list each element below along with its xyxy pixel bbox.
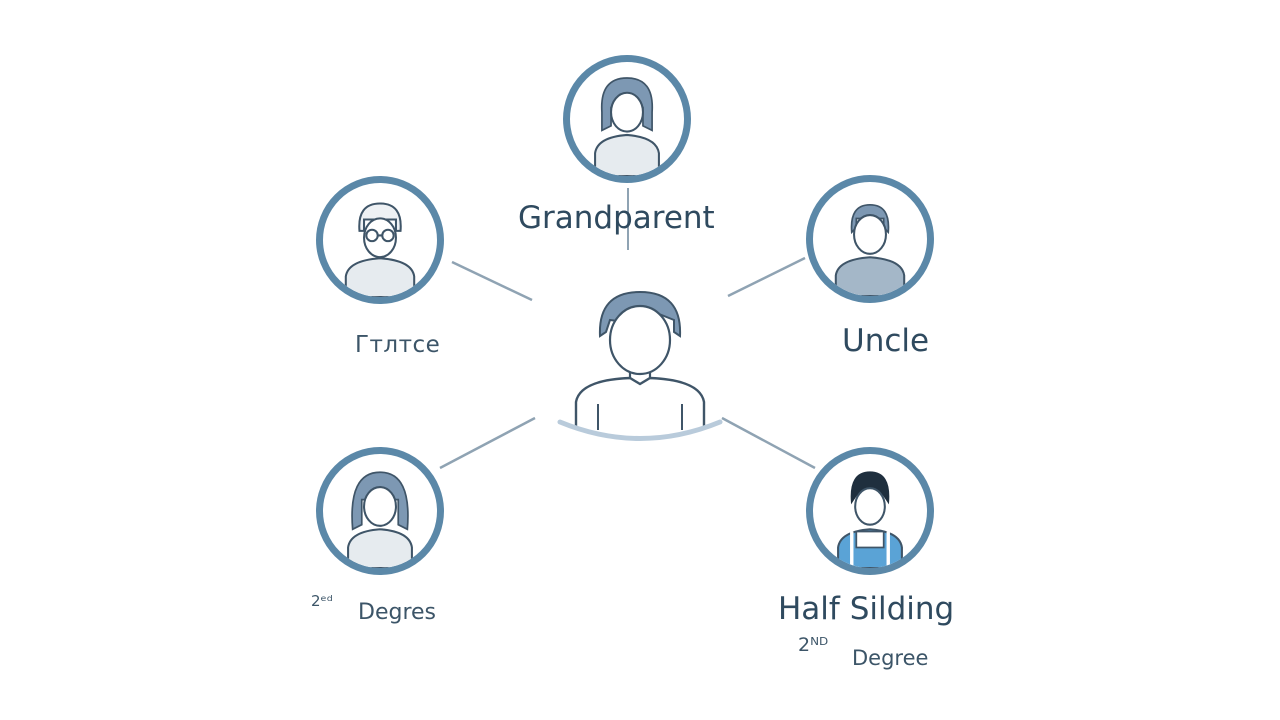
- label-half-sibling: Half Silding: [778, 591, 955, 627]
- elder-glasses-icon: [344, 202, 416, 297]
- label-cousin-sup: 2ᵉᵈ: [311, 592, 333, 610]
- label-cousin: Degres: [358, 600, 436, 625]
- label-grandparent: Grandparent: [518, 200, 715, 236]
- connector-top-right: [727, 256, 806, 298]
- connector-bottom-left: [439, 416, 536, 470]
- person-center-icon: [557, 290, 723, 441]
- woman-long-hair-icon: [347, 471, 413, 568]
- node-cousin: [316, 447, 444, 575]
- label-half-sibling-sup: 2ᴺᴰ: [798, 634, 829, 656]
- label-half-sibling-degree: Degree: [852, 646, 929, 670]
- node-half-sibling: [806, 447, 934, 575]
- node-elder: [316, 176, 444, 304]
- connector-top-left: [451, 260, 533, 302]
- center-person: [550, 280, 730, 455]
- node-grandparent: [563, 55, 691, 183]
- label-elder: Гтлтсе: [355, 332, 441, 358]
- boy-overalls-icon: [837, 471, 903, 568]
- connector-bottom-right: [721, 416, 816, 470]
- label-uncle: Uncle: [842, 323, 930, 359]
- node-uncle: [806, 175, 934, 303]
- man-icon: [834, 203, 906, 296]
- woman-short-hair-icon: [594, 77, 660, 176]
